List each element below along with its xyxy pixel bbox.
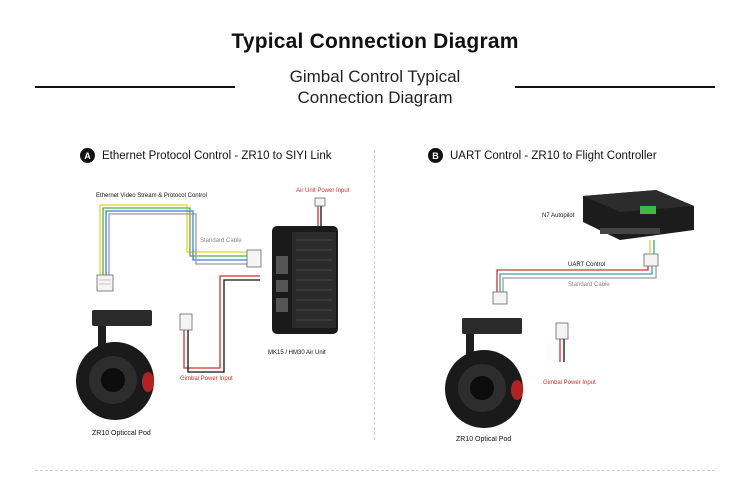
title-rule-right <box>515 86 715 88</box>
pod-a <box>76 310 154 420</box>
bottom-divider <box>35 470 715 471</box>
ethernet-wire-yellow <box>99 204 260 275</box>
title-rule-left <box>35 86 235 88</box>
ethernet-wire-green <box>102 207 260 275</box>
label-uart: UART Control <box>568 262 606 268</box>
label-gimbal-power-b: Gimbal Power Input <box>543 380 596 386</box>
ethernet-wire-gray <box>108 213 260 275</box>
section-a-heading: A Ethernet Protocol Control - ZR10 to SI… <box>80 148 331 163</box>
section-divider <box>374 150 375 440</box>
ethernet-connector-airunit <box>246 249 262 268</box>
label-gimbal-power-a: Gimbal Power Input <box>180 376 233 382</box>
uart-cable <box>496 240 657 292</box>
uart-connector-fc <box>643 253 659 267</box>
section-b-heading: B UART Control - ZR10 to Flight Controll… <box>428 148 657 163</box>
page-subtitle: Gimbal Control Typical Connection Diagra… <box>289 67 461 107</box>
label-ethernet: Ethernet Video Stream & Protocol Control <box>96 193 207 199</box>
section-b-title: UART Control - ZR10 to Flight Controller <box>450 149 657 162</box>
caption-pod-b: ZR10 Optical Pod <box>456 436 512 443</box>
air-unit-device <box>272 226 338 334</box>
gimbal-power-cable-a <box>179 275 260 373</box>
badge-a: A <box>80 148 95 163</box>
label-air-unit: MK15 / HM30 Air Unit <box>268 350 326 356</box>
ethernet-connector-pod <box>96 274 114 292</box>
label-standard-cable-a: Standard Cable <box>200 238 242 244</box>
uart-connector-pod <box>492 291 508 305</box>
caption-pod-a: ZR10 Opticcal Pod <box>92 430 151 437</box>
pod-b <box>445 318 523 428</box>
label-air-power: Air Unit Power Input <box>296 188 350 194</box>
air-unit-power-cable <box>314 197 326 226</box>
label-autopilot: N7 Autopilot <box>542 213 575 219</box>
gimbal-power-cable-b <box>555 322 569 362</box>
label-standard-cable-b: Standard Cable <box>568 282 610 288</box>
badge-b: B <box>428 148 443 163</box>
ethernet-wire-blue <box>105 210 260 275</box>
page-title: Typical Connection Diagram <box>231 30 519 53</box>
autopilot-device <box>583 190 694 240</box>
ethernet-cable-bundle <box>99 204 260 275</box>
section-a-title: Ethernet Protocol Control - ZR10 to SIYI… <box>102 149 332 162</box>
